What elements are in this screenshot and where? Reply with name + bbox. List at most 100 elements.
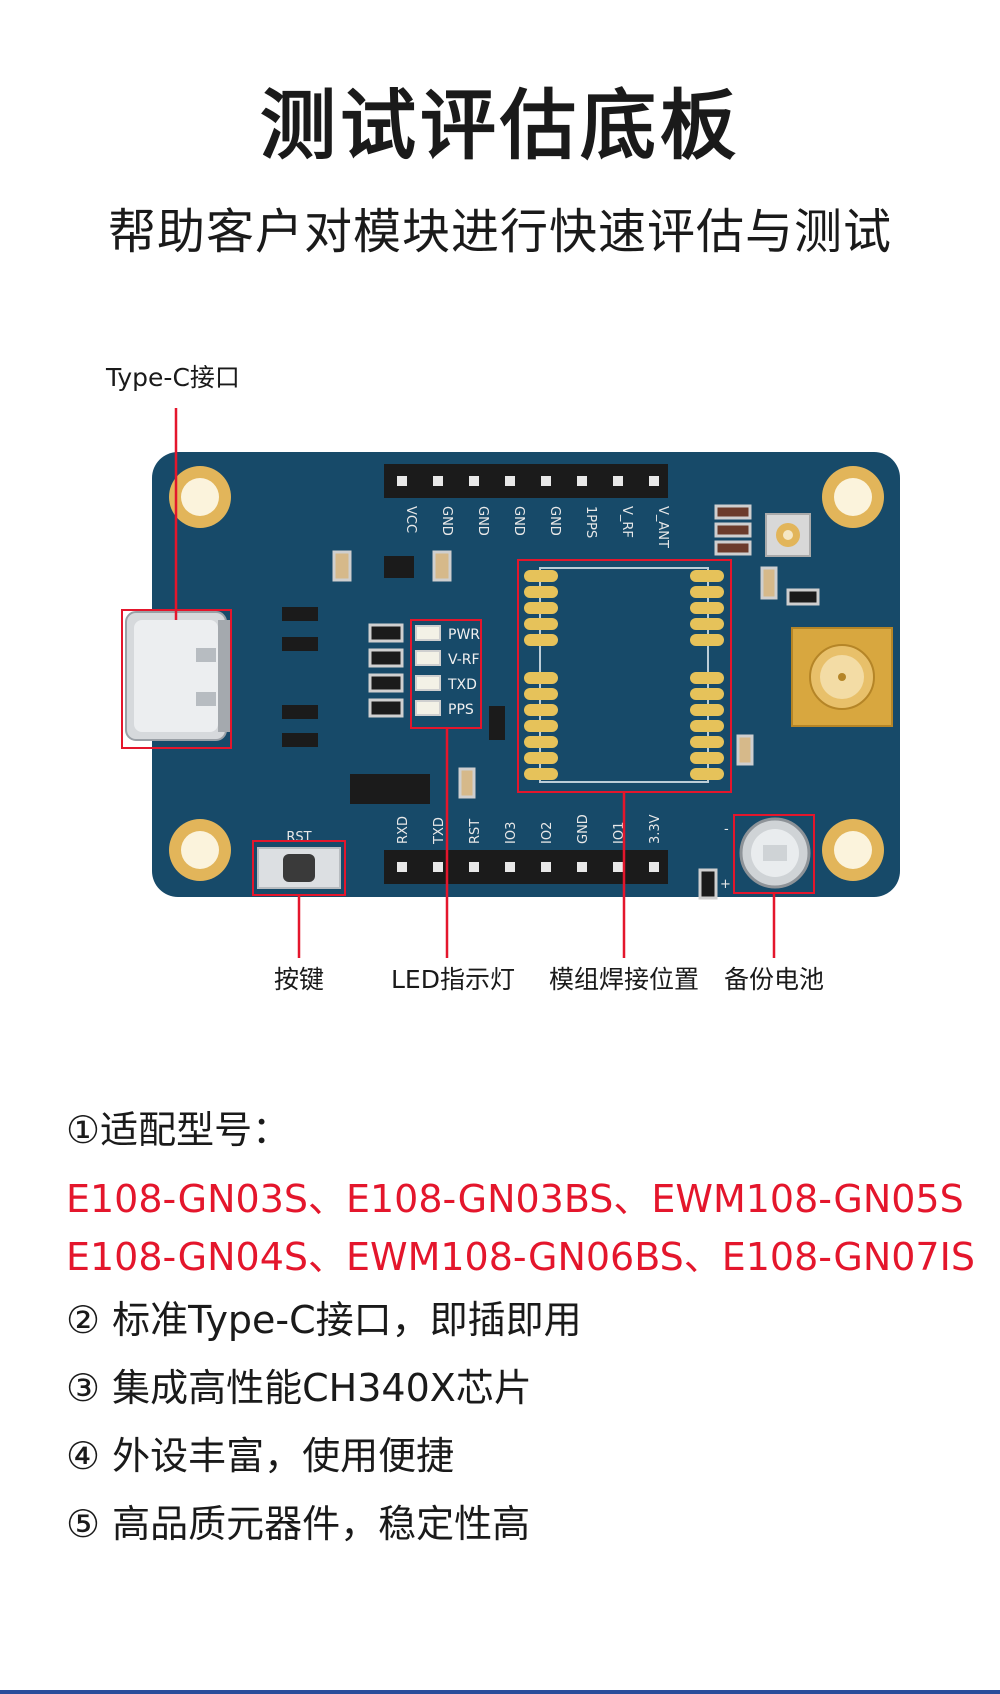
callout-module-label: 模组焊接位置 bbox=[549, 965, 699, 994]
module-pad-right bbox=[690, 768, 724, 780]
callout-button-label: 按键 bbox=[274, 965, 324, 994]
model-line-1: E108-GN03S、E108-GN03BS、EWM108-GN05S bbox=[66, 1177, 964, 1221]
module-pad-left bbox=[524, 720, 558, 732]
led-resistor bbox=[368, 648, 404, 668]
led-label: PPS bbox=[448, 702, 474, 718]
header-pin bbox=[433, 476, 443, 486]
module-pad-right bbox=[690, 634, 724, 646]
feature-item-2: ② 标准Type-C接口，即插即用 bbox=[66, 1298, 582, 1342]
battery-minus: - bbox=[724, 822, 729, 837]
callout-type-c-label: Type-C接口 bbox=[105, 363, 240, 392]
rst-button[interactable] bbox=[257, 847, 341, 889]
callout-led-label: LED指示灯 bbox=[391, 965, 515, 994]
rst-silk-label: RST bbox=[286, 830, 311, 845]
pin-label: VCC bbox=[403, 506, 418, 533]
ufl-connector bbox=[765, 513, 811, 557]
module-pad-right bbox=[690, 688, 724, 700]
led-resistor bbox=[368, 698, 404, 718]
module-pad-left bbox=[524, 752, 558, 764]
pin-label: IO3 bbox=[504, 822, 519, 844]
module-pad-right bbox=[690, 720, 724, 732]
header-pin bbox=[505, 862, 515, 872]
pin-label: IO2 bbox=[540, 822, 555, 844]
pin-label: V_ANT bbox=[655, 506, 670, 548]
header-pin bbox=[577, 476, 587, 486]
pin-label: RXD bbox=[396, 816, 411, 844]
module-footprint bbox=[524, 567, 724, 783]
feature-item-5: ⑤ 高品质元器件，稳定性高 bbox=[66, 1502, 531, 1546]
header-pin bbox=[613, 862, 623, 872]
module-pad-right bbox=[690, 672, 724, 684]
header-pin bbox=[469, 476, 479, 486]
header-pin bbox=[613, 476, 623, 486]
top-pin-group bbox=[397, 476, 659, 486]
bottom-pin-group bbox=[397, 862, 659, 872]
header-pin bbox=[397, 862, 407, 872]
sma-connector bbox=[791, 627, 893, 727]
module-pad-right bbox=[690, 752, 724, 764]
pin-label: 1PPS bbox=[583, 506, 598, 538]
led-label: V-RF bbox=[448, 652, 480, 668]
module-pad-left bbox=[524, 672, 558, 684]
led-label: TXD bbox=[447, 677, 477, 693]
bottom-pin-header bbox=[384, 850, 668, 884]
pin-label: GND bbox=[511, 506, 526, 536]
module-pad-left bbox=[524, 586, 558, 598]
header-pin bbox=[541, 476, 551, 486]
module-pad-left bbox=[524, 704, 558, 716]
module-pad-left bbox=[524, 570, 558, 582]
module-pad-right bbox=[690, 618, 724, 630]
module-pad-left bbox=[524, 618, 558, 630]
header-pin bbox=[577, 862, 587, 872]
bottom-bar bbox=[0, 1690, 1000, 1694]
led-txd-chip bbox=[415, 675, 441, 691]
feature-item-3: ③ 集成高性能CH340X芯片 bbox=[66, 1366, 532, 1410]
module-pad-right bbox=[690, 570, 724, 582]
led-v-rf-chip bbox=[415, 650, 441, 666]
battery-plus: + bbox=[720, 877, 731, 892]
header-pin bbox=[469, 862, 479, 872]
pin-label: RST bbox=[468, 819, 483, 844]
module-pad-left bbox=[524, 602, 558, 614]
usb-type-c-connector bbox=[125, 611, 230, 741]
feature-item-4: ④ 外设丰富，使用便捷 bbox=[66, 1434, 455, 1478]
module-pad-left bbox=[524, 634, 558, 646]
capacitors bbox=[332, 504, 820, 900]
module-pad-right bbox=[690, 602, 724, 614]
header-pin bbox=[505, 476, 515, 486]
compatible-models: E108-GN03S、E108-GN03BS、EWM108-GN05S E108… bbox=[66, 1170, 975, 1286]
module-pad-left bbox=[524, 688, 558, 700]
module-pad-right bbox=[690, 586, 724, 598]
smd-components bbox=[282, 556, 505, 804]
page-subtitle: 帮助客户对模块进行快速评估与测试 bbox=[107, 204, 892, 260]
pin-label: GND bbox=[547, 506, 562, 536]
module-pad-right bbox=[690, 704, 724, 716]
pin-label: GND bbox=[576, 814, 591, 844]
header-pin bbox=[433, 862, 443, 872]
led-indicators: PWR V-RF TXD PPS bbox=[368, 623, 480, 718]
page-title: 测试评估底板 bbox=[260, 81, 740, 170]
backup-battery bbox=[739, 817, 811, 889]
top-pin-header bbox=[384, 464, 668, 498]
pin-label: GND bbox=[439, 506, 454, 536]
led-label: PWR bbox=[448, 627, 480, 643]
led-pps-chip bbox=[415, 700, 441, 716]
pin-label: TXD bbox=[432, 817, 447, 845]
callout-battery-label: 备份电池 bbox=[724, 965, 824, 994]
mounting-hole-br bbox=[822, 819, 884, 881]
header-pin bbox=[649, 862, 659, 872]
header-pin bbox=[541, 862, 551, 872]
module-pad-left bbox=[524, 736, 558, 748]
header-pin bbox=[397, 476, 407, 486]
mounting-hole-bl bbox=[169, 819, 231, 881]
led-resistor bbox=[368, 623, 404, 643]
pin-label: 3.3V bbox=[648, 814, 663, 844]
module-pad-left bbox=[524, 768, 558, 780]
compatible-models-heading: ①适配型号： bbox=[66, 1108, 291, 1152]
mounting-hole-tl bbox=[169, 466, 231, 528]
header-pin bbox=[649, 476, 659, 486]
led-pwr-chip bbox=[415, 625, 441, 641]
